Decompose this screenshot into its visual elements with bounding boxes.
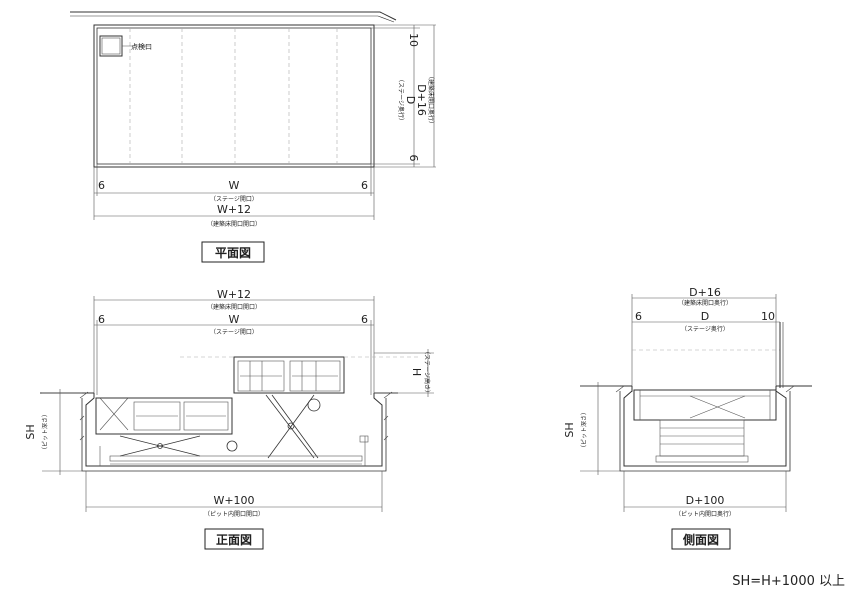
front-dim-pit-depth: SH (24, 424, 37, 439)
plan-dim-side-left: 6 (98, 179, 105, 192)
front-dim-side-right: 6 (361, 313, 368, 326)
side-stage (633, 389, 777, 421)
front-lowered-stage (95, 397, 233, 435)
plan-dim-width-note: （ステージ開口） (210, 196, 258, 203)
plan-dim-outer-width: W+12 (217, 203, 251, 216)
plan-dim-bottom: 6 (407, 155, 420, 162)
side-title-box (671, 528, 731, 550)
front-raised-stage (233, 356, 345, 394)
side-dim-depth: D (701, 310, 709, 323)
plan-dim-top: 10 (407, 33, 420, 47)
side-view: D+16 （建築床開口奥行） 6 D 10 （ステージ奥行） (563, 286, 812, 550)
plan-dim-outer-depth-note: （建築床開口奥行） (427, 73, 435, 127)
plan-dim-depth: D (404, 96, 417, 104)
plan-stage-outline (96, 27, 372, 165)
plan-view: 点検口 10 D （ステージ奥行） D+16 （建築床開口奥行） 6 6 W 6… (70, 11, 436, 263)
front-title-box (204, 528, 264, 550)
side-dim-pit-depth: SH (563, 422, 576, 437)
front-dim-outer-width: W+12 (217, 288, 251, 301)
inspection-hatch (99, 35, 123, 57)
front-title: 正面図 (216, 533, 252, 547)
side-dim-outer-depth-note: （建築床開口奥行） (678, 299, 732, 307)
plan-dim-depth-note: （ステージ奥行） (397, 76, 405, 124)
front-dim-stage-height-note: （ステージ高さ） (423, 348, 431, 396)
front-dim-pit-width: W+100 (213, 494, 254, 507)
footnote-sh-formula: SH=H+1000 以上 (732, 574, 845, 589)
side-dim-side-right: 10 (761, 310, 775, 323)
plan-title-box (201, 241, 265, 263)
front-dim-width: W (229, 313, 240, 326)
front-dim-pit-width-note: （ピット内開口開口） (204, 510, 264, 518)
plan-dim-side-right: 6 (361, 179, 368, 192)
front-dim-width-note: （ステージ開口） (210, 329, 258, 336)
plan-dim-width: W (229, 179, 240, 192)
plan-dim-outer-depth: D+16 (415, 84, 428, 116)
plan-title: 平面図 (215, 246, 251, 260)
front-dim-stage-height: H (410, 368, 423, 376)
side-dim-side-left: 6 (635, 310, 642, 323)
plan-dim-outer-width-note: （建築床開口開口） (207, 220, 261, 228)
front-dim-pit-depth-note: （ピット深さ） (41, 411, 49, 453)
plan-floor-opening (93, 24, 375, 168)
side-dim-pit-depth-total-note: （ピット内開口奥行） (675, 510, 735, 518)
front-dim-outer-width-note: （建築床開口開口） (207, 303, 261, 311)
side-dim-depth-note: （ステージ奥行） (681, 325, 729, 333)
inspection-hatch-label: 点検口 (131, 42, 152, 51)
front-dim-side-left: 6 (98, 313, 105, 326)
side-title: 側面図 (682, 532, 719, 547)
side-dim-pit-depth-total: D+100 (686, 494, 725, 507)
side-dim-pit-depth-note: （ピット深さ） (580, 409, 588, 451)
side-dim-outer-depth: D+16 (689, 286, 721, 299)
front-view: W+12 （建築床開口開口） 6 W 6 （ステージ開口） (24, 288, 434, 550)
